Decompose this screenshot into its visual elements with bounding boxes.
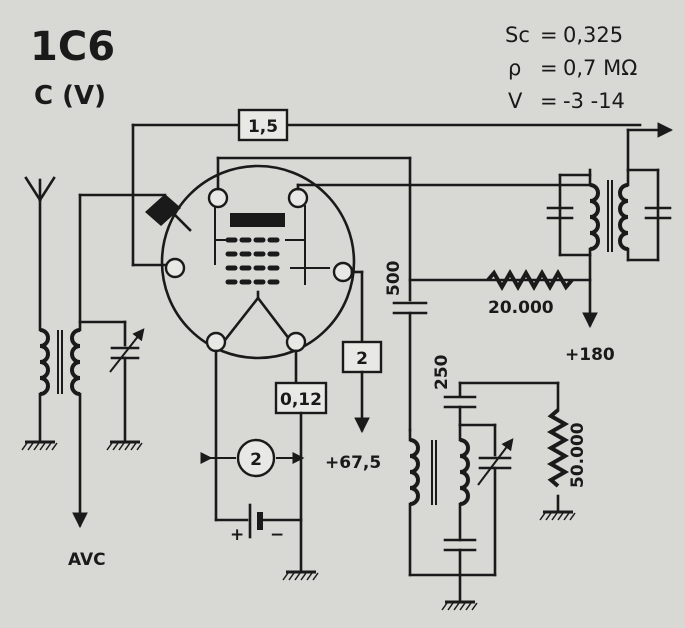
current-label-cathode: 0,12 — [280, 390, 322, 410]
resistor-20000-icon — [486, 268, 574, 292]
output-transformer-icon — [588, 168, 629, 257]
antenna-icon — [24, 176, 56, 332]
filament-current-label: 2 — [250, 450, 262, 470]
oscillator-coil-icon — [409, 438, 420, 506]
resistor-grid-label: 50.000 — [568, 422, 588, 488]
capacitor-icon — [644, 206, 672, 220]
spec-symbol-rho: ρ — [508, 56, 521, 80]
spec-value-sc: 0,325 — [563, 23, 623, 47]
tube-pin — [332, 261, 354, 283]
current-label-screen: 2 — [356, 349, 368, 369]
avc-label: AVC — [68, 550, 106, 570]
battery-icon — [248, 503, 263, 539]
ground-icon — [20, 440, 59, 452]
input-transformer-icon — [38, 328, 81, 442]
current-label-grid: 1,5 — [248, 117, 278, 137]
tube-electrodes — [214, 205, 330, 342]
current-box-screen — [341, 340, 383, 374]
tube-subtitle: C (V) — [34, 81, 106, 111]
capacitor-grid-label: 250 — [432, 354, 452, 390]
grid-cap-icon — [145, 194, 192, 232]
variable-capacitor-icon — [109, 328, 145, 442]
capacitor-icon — [546, 206, 574, 220]
anode-voltage-label: +180 — [565, 345, 615, 365]
tube-pin — [207, 187, 229, 209]
spec-symbol-v: V — [508, 89, 523, 113]
capacitor-icon — [443, 538, 477, 552]
tube-pin — [285, 331, 307, 353]
tube-pin — [164, 257, 186, 279]
spec-eq-1: = — [540, 23, 558, 47]
battery-plus-label: + — [230, 525, 244, 545]
resistor-anode-label: 20.000 — [488, 298, 554, 318]
ground-icon — [105, 440, 144, 452]
ground-icon — [440, 600, 479, 612]
ground-icon — [538, 510, 577, 522]
spec-block: Sc = 0,325 ρ = 0,7 MΩ V = -3 -14 — [505, 23, 637, 113]
tube-envelope — [160, 164, 356, 360]
resistor-50000-icon — [546, 408, 570, 488]
screen-voltage-label: +67,5 — [325, 453, 381, 473]
current-box-cathode — [274, 381, 328, 415]
tube-type-label: 1C6 — [30, 24, 115, 70]
grid-coil-icon — [459, 438, 470, 506]
spec-symbol-sc: Sc — [505, 23, 530, 47]
filament-current-indicator — [236, 438, 276, 478]
spec-eq-3: = — [540, 89, 558, 113]
ground-icon — [281, 570, 320, 582]
tube-pin — [287, 187, 309, 209]
capacitor-500-icon — [392, 301, 428, 315]
current-box-grid — [237, 108, 289, 142]
battery-minus-label: − — [270, 525, 284, 545]
spec-value-v: -3 -14 — [563, 89, 625, 113]
capacitor-250-icon — [443, 395, 477, 409]
capacitor-anode-label: 500 — [384, 260, 404, 296]
tube-pin — [205, 331, 227, 353]
spec-value-rho: 0,7 MΩ — [563, 56, 637, 80]
spec-eq-2: = — [540, 56, 558, 80]
